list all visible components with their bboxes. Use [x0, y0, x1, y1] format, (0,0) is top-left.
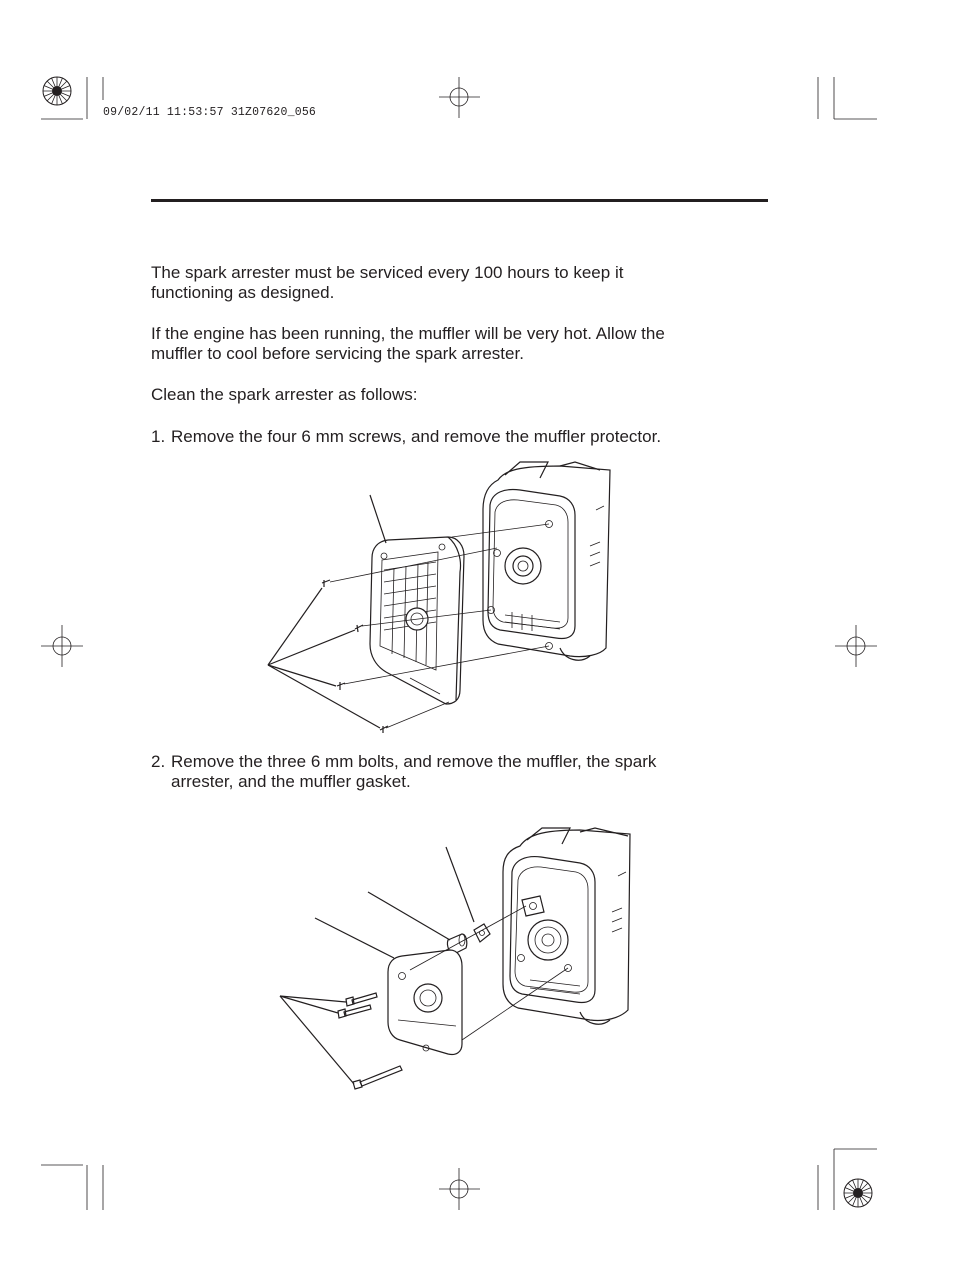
intro-paragraph-line-2: functioning as designed. — [151, 283, 335, 302]
starburst-mark-bottom-right — [843, 1178, 873, 1208]
crosshair-mark-right — [835, 625, 877, 667]
procedure-intro: Clean the spark arrester as follows: — [151, 385, 418, 404]
crosshair-mark-left — [41, 625, 83, 667]
intro-paragraph: The spark arrester must be serviced ever… — [151, 263, 771, 303]
crosshair-mark-top — [439, 77, 480, 118]
step-1-number: 1. — [151, 427, 166, 446]
starburst-mark-top-left — [42, 76, 72, 106]
section-header-rule — [151, 199, 768, 202]
step-2-text-line-1: Remove the three 6 mm bolts, and remove … — [171, 752, 657, 771]
crop-marks — [41, 77, 877, 1210]
warning-paragraph-line-1: If the engine has been running, the muff… — [151, 324, 665, 343]
step-2: 2. Remove the three 6 mm bolts, and remov… — [151, 752, 771, 792]
step-1-text: Remove the four 6 mm screws, and remove … — [171, 427, 662, 446]
step-2-number: 2. — [151, 752, 166, 771]
print-slug: 09/02/11 11:53:57 31Z07620_056 — [103, 106, 317, 119]
muffler-spark-arrester-removal-illustration — [279, 827, 631, 1090]
step-1: 1. Remove the four 6 mm screws, and remov… — [151, 427, 771, 447]
muffler-protector-removal-illustration — [267, 461, 611, 733]
warning-paragraph: If the engine has been running, the muff… — [151, 324, 771, 364]
warning-paragraph-line-2: muffler to cool before servicing the spa… — [151, 344, 524, 363]
intro-paragraph-line-1: The spark arrester must be serviced ever… — [151, 263, 624, 282]
step-2-text-line-2: arrester, and the muffler gasket. — [171, 772, 411, 791]
crosshair-mark-bottom — [439, 1168, 480, 1210]
